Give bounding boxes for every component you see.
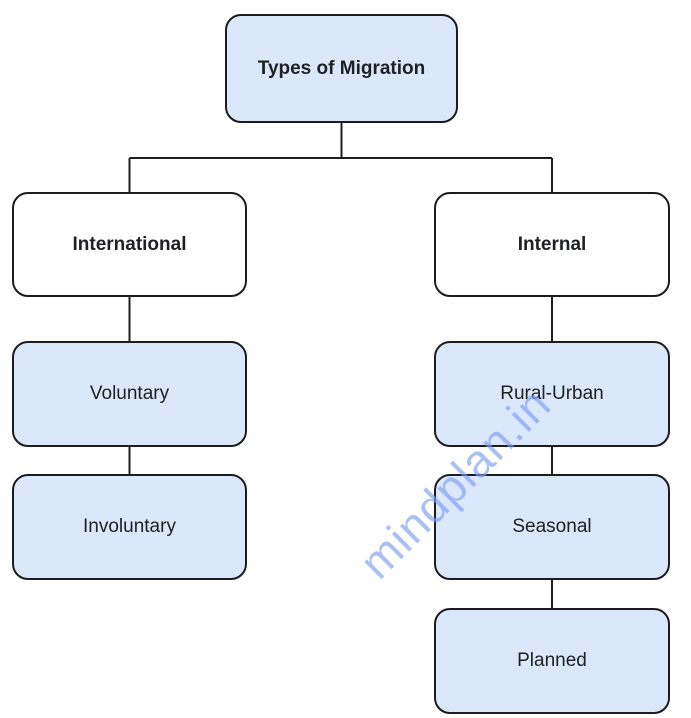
node-seasonal: Seasonal — [434, 474, 670, 580]
node-label: Internal — [517, 233, 587, 255]
node-planned: Planned — [434, 608, 670, 714]
node-international: International — [12, 192, 247, 297]
node-involuntary: Involuntary — [12, 474, 247, 580]
node-label: Seasonal — [512, 516, 592, 537]
node-voluntary: Voluntary — [12, 341, 247, 447]
node-label: Involuntary — [83, 516, 176, 537]
node-label: International — [72, 233, 187, 255]
node-types-of-migration: Types of Migration — [225, 14, 458, 123]
node-label: Planned — [517, 650, 587, 671]
node-rural-urban: Rural-Urban — [434, 341, 670, 447]
node-label: Voluntary — [89, 383, 170, 404]
node-internal: Internal — [434, 192, 670, 297]
node-label: Types of Migration — [257, 57, 426, 79]
node-label: Rural-Urban — [500, 383, 604, 404]
